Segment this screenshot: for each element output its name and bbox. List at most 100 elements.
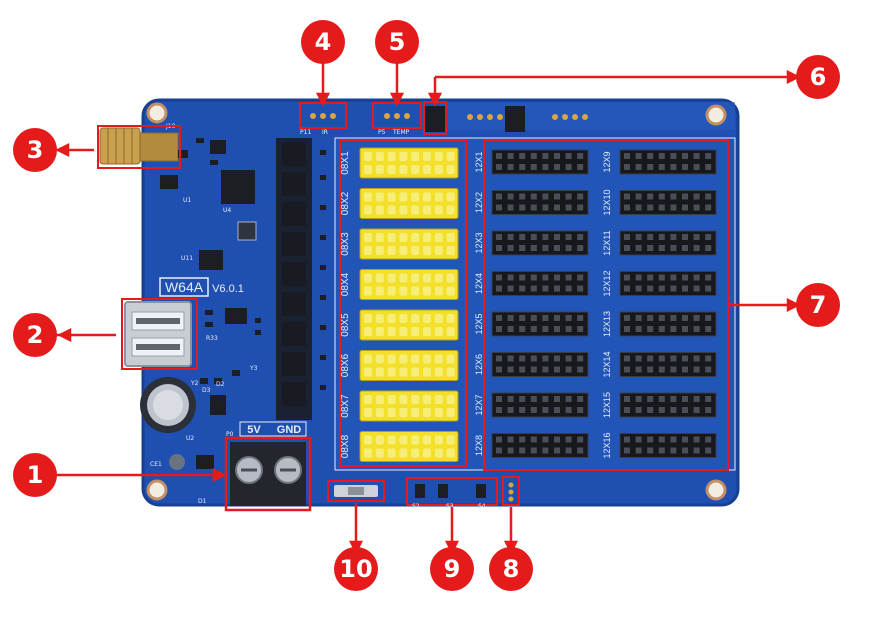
silk-u11: U11: [181, 255, 193, 262]
hub12-port: 12X14: [602, 351, 717, 378]
callout-1: 1: [13, 453, 57, 497]
hub12-port: 12X13: [602, 311, 717, 337]
hub12-label: 12X1: [474, 151, 484, 172]
hub12-label: 12X3: [474, 232, 484, 253]
hub12-label: 12X10: [602, 189, 612, 215]
callout-8: 8: [489, 547, 533, 591]
callout-7: 7: [796, 283, 840, 327]
hub12-label: 12X5: [474, 313, 484, 334]
hub08-port: 08X2: [340, 188, 459, 219]
jumper-group: [406, 477, 498, 506]
hub12-port: 12X1: [474, 149, 589, 175]
silk-r33: R33: [206, 335, 218, 342]
highlight-boxes: [97, 101, 729, 471]
silk-s2: S2: [412, 503, 420, 510]
silk-p11: P11: [300, 129, 311, 136]
hub08-port: 08X5: [340, 309, 459, 341]
power-terminal: [224, 436, 312, 512]
hub12-label: 12X9: [602, 151, 612, 172]
hub12-port: 12X5: [474, 311, 589, 337]
silk-d2: D2: [216, 381, 225, 388]
callout-10: 10: [334, 547, 378, 591]
hub08-label: 08X5: [340, 313, 351, 337]
model-label: W64A: [165, 279, 204, 295]
hub12-port: 12X15: [602, 392, 717, 418]
hub08-port: 08X4: [340, 269, 459, 300]
hub12-label: 12X4: [474, 273, 484, 294]
hub12-port: 12X2: [474, 190, 589, 215]
callout-2: 2: [13, 313, 57, 357]
small-components: [169, 138, 326, 470]
hub12-port: 12X6: [474, 352, 589, 377]
battery-holder: [140, 377, 196, 433]
callout-3: 3: [13, 128, 57, 172]
hub08-label: 08X2: [340, 191, 351, 215]
silk-d3: D3: [202, 387, 211, 394]
hub08-label: 08X4: [340, 272, 351, 296]
silk-p5: P5: [378, 129, 386, 136]
hub08-ports: 08X1 08X2 08X3 08X4 08X5 08X6 08X7 08X8: [340, 147, 459, 462]
hub12-label: 12X14: [602, 351, 612, 377]
ic-chips: [160, 140, 257, 415]
power-label-gnd: GND: [277, 424, 302, 436]
hub12-port: 12X8: [474, 433, 589, 458]
hub12-label: 12X11: [602, 230, 612, 255]
model-box: [159, 277, 209, 297]
silk-y3: Y3: [249, 365, 258, 372]
silk-temp: TEMP: [392, 129, 410, 136]
hub08-port: 08X3: [340, 228, 459, 260]
hub12-port: 12X7: [474, 392, 589, 418]
hub12-port: 12X4: [474, 271, 589, 296]
hub12-label: 12X15: [602, 392, 612, 418]
hub08-label: 08X1: [340, 151, 351, 175]
hub12-ports: 12X1 12X2 12X3 12X4 12X5 12X6 12X7 12X8 12X9 12X1…: [474, 149, 717, 459]
top-headers: [299, 102, 588, 132]
hub12-label: 12X12: [602, 270, 612, 296]
usb-port: [124, 301, 192, 367]
hub08-label: 08X7: [340, 394, 351, 418]
hub08-label: 08X8: [340, 434, 351, 458]
hub08-port: 08X1: [340, 147, 459, 179]
silk-s4: S4: [478, 503, 486, 510]
hub12-port: 12X10: [602, 189, 717, 216]
mounting-holes: [146, 102, 727, 501]
hub08-label: 08X3: [340, 232, 351, 256]
power-label-box: [239, 421, 307, 437]
hub08-port: 08X6: [340, 350, 459, 381]
push-button: [327, 480, 385, 502]
silk-u4: U4: [223, 207, 231, 214]
silk-u2: U2: [186, 435, 194, 442]
hub12-label: 12X8: [474, 435, 484, 456]
antenna-connector: [99, 127, 179, 165]
hub12-label: 12X6: [474, 354, 484, 375]
silk-y2: Y2: [190, 380, 199, 387]
hub12-label: 12X16: [602, 432, 612, 458]
silk-u1: U1: [183, 197, 191, 204]
jumper-8: [502, 476, 520, 506]
silk-d1: D1: [198, 498, 207, 505]
hub12-label: 12X2: [474, 192, 484, 213]
hub12-label: 12X7: [474, 394, 484, 415]
buffer-ribbon: [276, 138, 312, 420]
silk-labels: P11 IR P5 TEMP U4 U1 U11 U2 R33 Y2 Y3 D1…: [150, 123, 486, 510]
silk-p0: P0: [226, 431, 234, 438]
hub12-port: 12X16: [602, 432, 717, 459]
hub12-port: 12X12: [602, 270, 717, 297]
hub12-label: 12X13: [602, 311, 612, 337]
silk-ir: IR: [322, 129, 328, 136]
hub12-port: 12X3: [474, 230, 589, 256]
callout-9: 9: [430, 547, 474, 591]
callout-5: 5: [375, 20, 419, 64]
silk-s3: S3: [446, 503, 454, 510]
hub12-port: 12X11: [602, 230, 717, 256]
hub08-port: 08X7: [340, 390, 459, 422]
callout-4: 4: [301, 20, 345, 64]
hub08-port: 08X8: [340, 431, 459, 462]
version-label: V6.0.1: [212, 283, 244, 295]
power-label-5v: 5V: [247, 424, 261, 436]
hub08-label: 08X6: [340, 353, 351, 377]
hub12-port: 12X9: [602, 149, 717, 175]
silk-ce1: CE1: [150, 461, 162, 468]
